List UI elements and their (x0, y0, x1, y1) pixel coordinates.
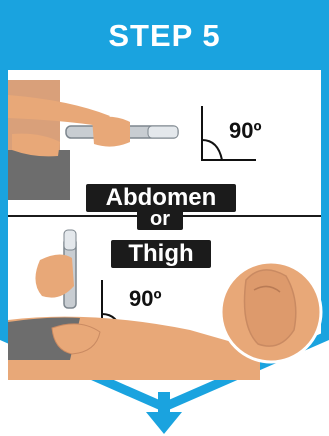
right-border (321, 70, 329, 340)
abdomen-scene (8, 80, 178, 200)
zoom-circle (221, 262, 321, 362)
pen-cap-top (148, 126, 178, 138)
label-thigh: Thigh (111, 240, 211, 268)
pants (8, 150, 70, 200)
pen-cap-bottom (64, 230, 76, 250)
label-or: or (137, 208, 183, 230)
down-arrow-icon (146, 412, 182, 434)
hand-bottom (35, 254, 74, 297)
hand-top (92, 117, 130, 147)
angle-label-top: 90º (229, 118, 262, 144)
angle-label-bottom: 90º (129, 286, 162, 312)
left-border (0, 70, 8, 340)
